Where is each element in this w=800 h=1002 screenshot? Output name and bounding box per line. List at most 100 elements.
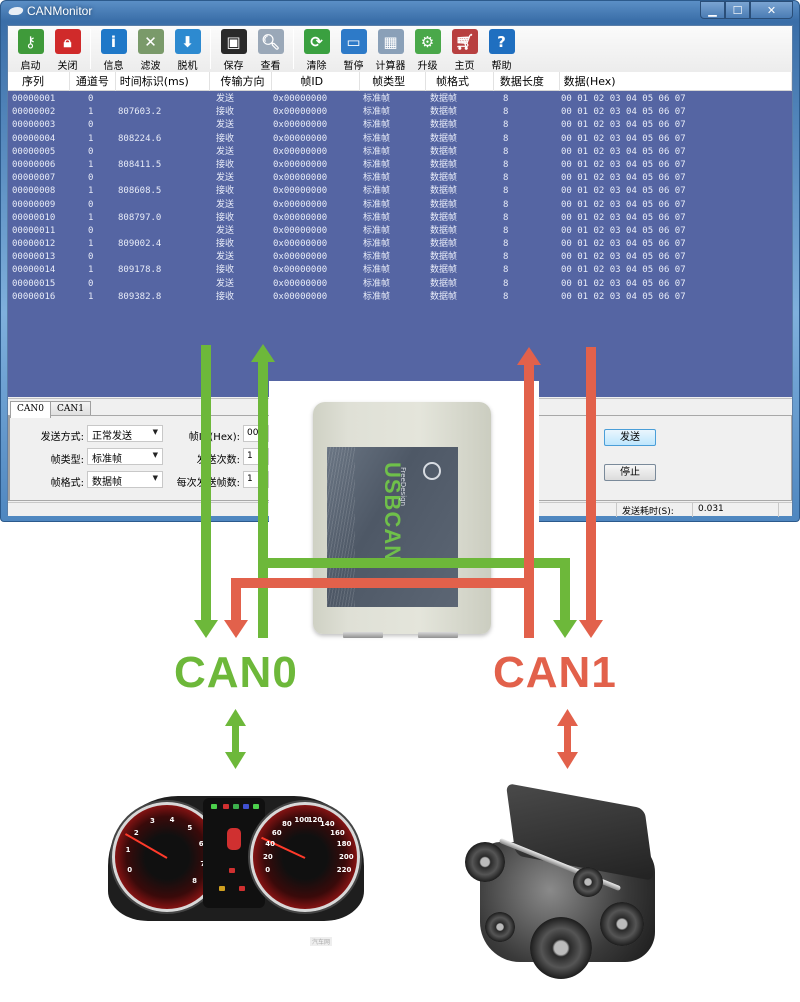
toolbar-button-11[interactable]: 🛒︎主页 <box>446 26 483 72</box>
info-icon: i <box>100 29 127 54</box>
download-tray-icon: ⬇ <box>174 29 201 54</box>
connector-port <box>418 632 458 638</box>
usbcan-device: USBCAN FreeDesign <box>313 402 491 638</box>
column-header[interactable]: 序列 <box>8 72 70 91</box>
gauge-tick-label: 60 <box>271 828 282 837</box>
frame-type-select[interactable]: 标准帧 ▼ <box>87 448 163 465</box>
view-document-icon: 🔍︎ <box>257 29 284 54</box>
table-cell <box>116 225 211 238</box>
column-header[interactable]: 数据(Hex) <box>560 72 792 91</box>
frames-per-send-input[interactable]: 1 <box>243 471 269 488</box>
table-cell: 00 01 02 03 04 05 06 07 <box>561 265 686 276</box>
table-cell: 0 <box>88 199 94 210</box>
toolbar-button-9[interactable]: ▦计算器 <box>372 26 409 72</box>
table-cell: 0x00000000 <box>273 225 328 236</box>
column-header[interactable]: 数据长度 <box>494 72 560 91</box>
send-mode-select[interactable]: 正常发送 ▼ <box>87 425 163 442</box>
table-cell: 8 <box>503 199 509 210</box>
chevron-down-icon: ▼ <box>152 428 158 436</box>
column-header[interactable]: 帧格式 <box>426 72 494 91</box>
table-cell: 0 <box>88 252 94 263</box>
table-cell: 数据帧 <box>430 252 458 263</box>
toolbar-button-5[interactable]: ▣保存 <box>215 26 252 72</box>
toolbar-button-4[interactable]: ⬇脱机 <box>169 26 206 72</box>
frame-format-select[interactable]: 数据帧 ▼ <box>87 471 163 488</box>
table-cell: 8 <box>503 291 509 302</box>
column-header[interactable]: 传输方向 <box>210 72 273 91</box>
table-cell: 00 01 02 03 04 05 06 07 <box>561 239 686 250</box>
toolbar-button-7[interactable]: ⟳清除 <box>298 26 335 72</box>
table-cell: 数据帧 <box>430 199 458 210</box>
gauge-tick-label: 140 <box>320 820 335 829</box>
table-cell: 0x00000000 <box>273 252 328 263</box>
table-cell: 1 <box>88 265 94 276</box>
table-cell: 0x00000000 <box>273 239 328 250</box>
status-divider <box>616 503 617 517</box>
toolbar-button-label: 清除 <box>306 61 327 72</box>
table-cell: 808797.0 <box>118 212 162 223</box>
table-cell: 数据帧 <box>430 212 458 223</box>
table-cell: 0 <box>88 146 94 157</box>
toolbar-button-0[interactable]: ⚷启动 <box>12 26 49 72</box>
warning-light-icon <box>223 804 229 809</box>
column-header[interactable]: 通道号 <box>70 72 116 91</box>
table-cell: 数据帧 <box>430 133 458 144</box>
table-cell: 数据帧 <box>430 107 458 118</box>
gauge-tick-label: 0 <box>265 865 271 874</box>
table-cell: 0x00000000 <box>273 146 328 157</box>
toolbar-button-12[interactable]: ?帮助 <box>483 26 520 72</box>
minimize-button[interactable]: ▁ <box>700 1 725 19</box>
close-window-button[interactable]: ✕ <box>750 1 793 19</box>
column-header[interactable]: 帧ID <box>272 72 361 91</box>
gauge-tick-label: 180 <box>336 840 352 848</box>
maximize-button[interactable]: ☐ <box>725 1 750 19</box>
table-cell: 00 01 02 03 04 05 06 07 <box>561 212 686 223</box>
table-cell: 00000007 <box>12 173 56 184</box>
status-divider <box>778 503 779 517</box>
send-count-input[interactable]: 1 <box>243 448 269 465</box>
toolbar-button-8[interactable]: ▭暂停 <box>335 26 372 72</box>
toolbar-separator <box>293 29 294 69</box>
toolbar-button-6[interactable]: 🔍︎查看 <box>252 26 289 72</box>
table-cell: 8 <box>503 159 509 170</box>
send-button[interactable]: 发送 <box>604 429 656 446</box>
stop-button[interactable]: 停止 <box>604 464 656 481</box>
frame-id-input[interactable]: 000 <box>243 425 269 442</box>
table-cell: 8 <box>503 173 509 184</box>
table-cell: 00000014 <box>12 265 56 276</box>
table-cell: 数据帧 <box>430 173 458 184</box>
tab-can0[interactable]: CAN0 <box>10 401 51 418</box>
toolbar-button-1[interactable]: 🔒︎关闭 <box>49 26 86 72</box>
table-cell: 标准帧 <box>363 225 391 236</box>
column-header[interactable]: 时间标识(ms) <box>116 72 211 91</box>
table-cell: 标准帧 <box>363 212 391 223</box>
toolbar-button-3[interactable]: ✕滤波 <box>132 26 169 72</box>
gauge-tick-label: 200 <box>339 853 354 861</box>
frame-type-value: 标准帧 <box>92 454 122 465</box>
column-header[interactable]: 帧类型 <box>360 72 426 91</box>
title-bar[interactable]: CANMonitor ▁ ☐ ✕ <box>1 1 799 23</box>
table-cell: 0x00000000 <box>273 133 328 144</box>
toolbar-button-10[interactable]: ⚙升级 <box>409 26 446 72</box>
frame-format-value: 数据帧 <box>92 477 122 488</box>
